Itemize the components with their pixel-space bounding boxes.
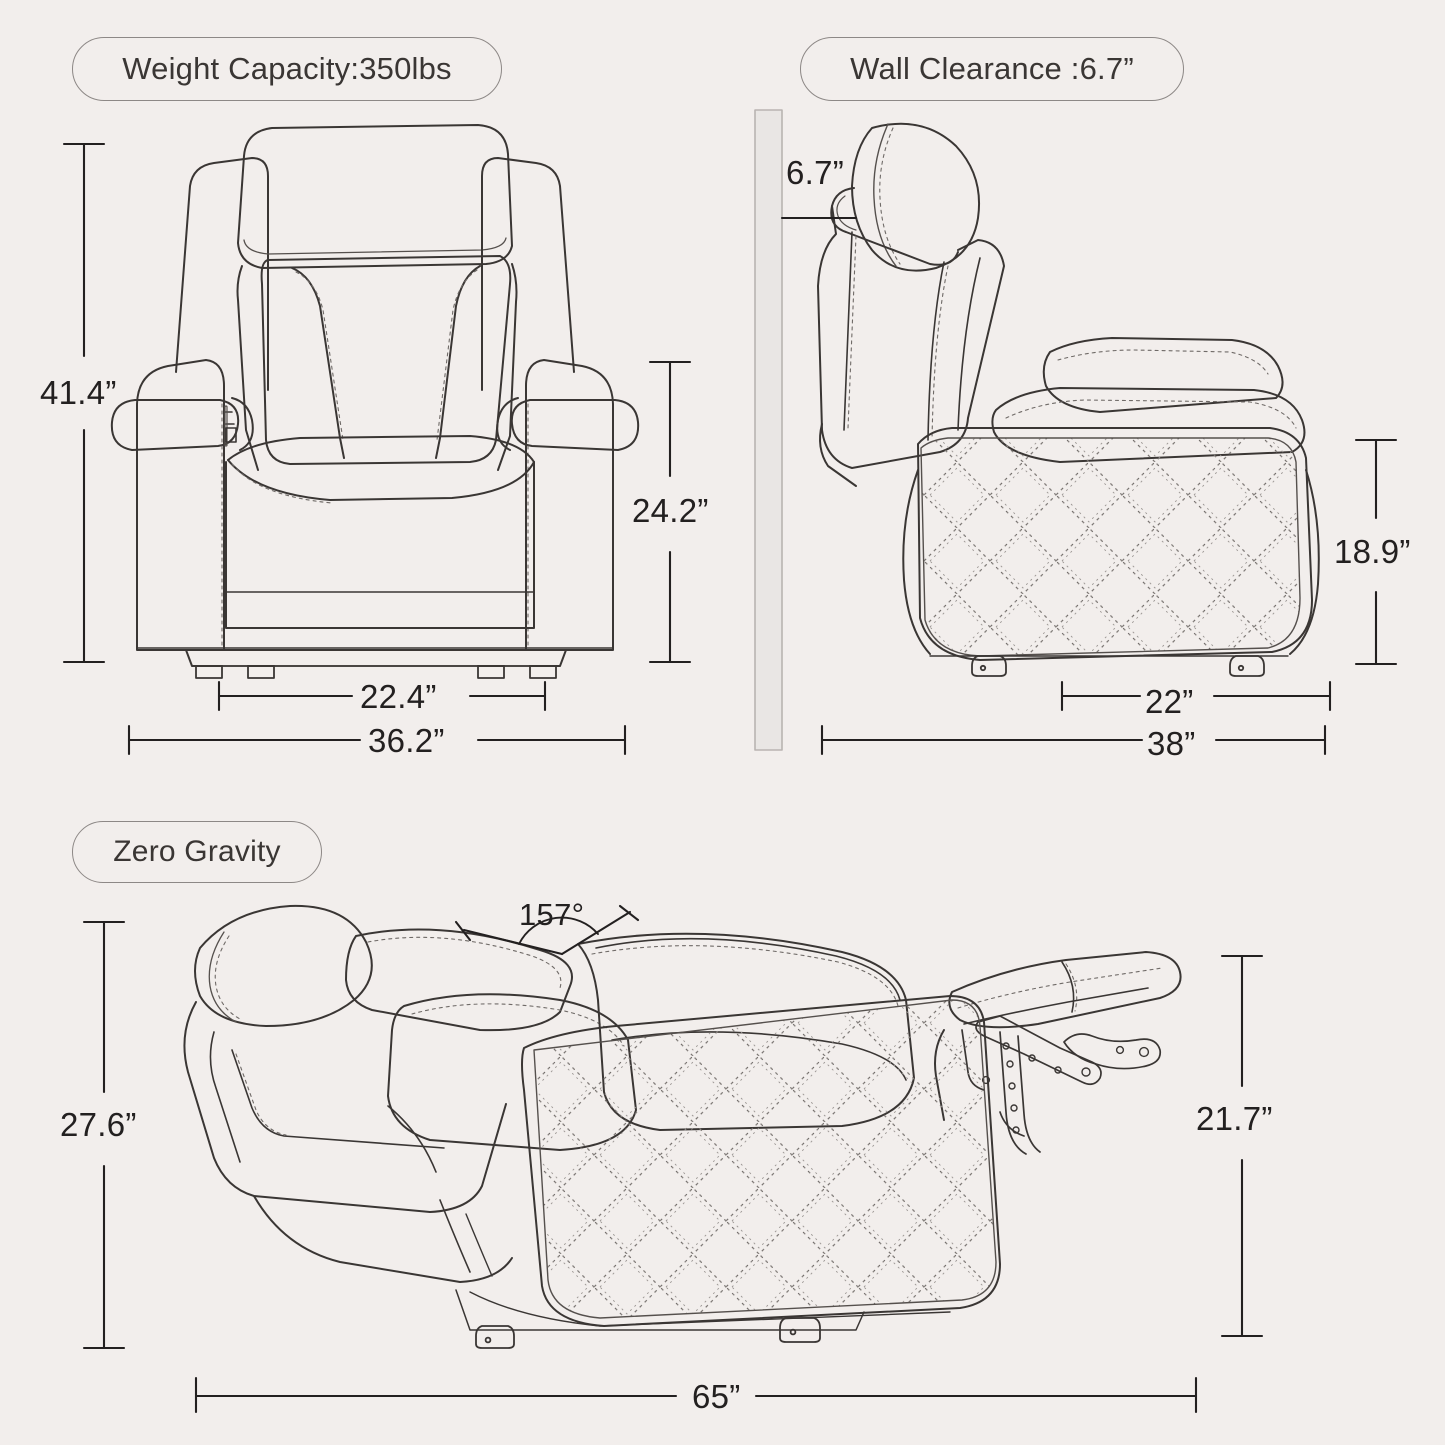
dimension-lines — [62, 142, 1398, 1414]
dim-front-overall-width — [127, 724, 627, 756]
side-view-chair — [817, 122, 1320, 677]
dim-label-reclined-height: 27.6” — [60, 1106, 137, 1143]
dim-label-side-overall-depth: 38” — [1147, 725, 1196, 762]
dim-recline-angle — [454, 904, 640, 956]
badge-wall-clearance-label: Wall Clearance :6.7” — [850, 51, 1134, 86]
dim-front-seat-height — [648, 360, 692, 664]
dim-label-reclined-length: 65” — [692, 1378, 741, 1415]
front-view-chair — [110, 124, 640, 679]
dim-label-front-overall-width: 36.2” — [368, 722, 445, 759]
dim-side-seat-height — [1354, 438, 1398, 666]
dim-label-wall-clearance: 6.7” — [786, 154, 845, 191]
dim-label-footrest-height: 21.7” — [1196, 1100, 1273, 1137]
dim-label-front-seat-height: 24.2” — [632, 492, 709, 529]
badge-weight-capacity-label: Weight Capacity:350lbs — [122, 51, 452, 86]
dim-side-seat-depth — [1060, 680, 1332, 712]
badge-zero-gravity: Zero Gravity — [72, 821, 322, 883]
badge-zero-gravity-label: Zero Gravity — [113, 835, 281, 868]
badge-wall-clearance: Wall Clearance :6.7” — [800, 37, 1184, 101]
dim-side-overall-depth — [820, 724, 1327, 756]
wall-panel — [754, 109, 783, 751]
dim-label-front-height: 41.4” — [40, 374, 117, 411]
badge-weight-capacity: Weight Capacity:350lbs — [72, 37, 502, 101]
dim-label-side-seat-height: 18.9” — [1334, 533, 1411, 570]
dim-front-height — [62, 142, 106, 664]
reclined-chair — [183, 904, 1182, 1349]
dim-label-front-seat-width: 22.4” — [360, 678, 437, 715]
dim-front-seat-width — [217, 680, 547, 712]
dim-reclined-length — [194, 1376, 1198, 1414]
dim-reclined-height — [82, 920, 126, 1350]
dim-label-side-seat-depth: 22” — [1145, 683, 1194, 720]
dim-footrest-height — [1220, 954, 1264, 1338]
dim-label-recline-angle: 157° — [519, 897, 585, 932]
